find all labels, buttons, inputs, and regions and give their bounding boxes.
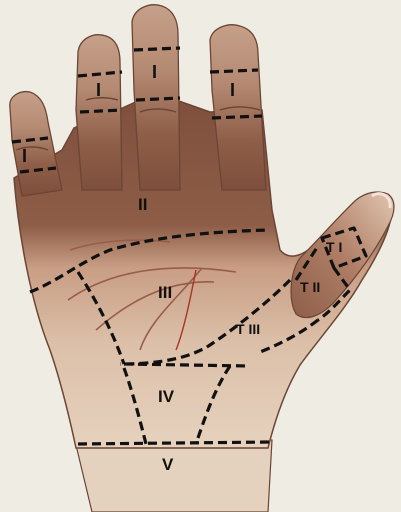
label-zone-IV: IV: [158, 387, 175, 406]
label-zone-I-little: I: [22, 146, 27, 166]
zone-I-ring-lower: [80, 110, 122, 112]
label-zone-V: V: [162, 455, 174, 474]
label-zone-I-index: I: [230, 80, 235, 100]
label-zone-I-ring: I: [96, 80, 101, 100]
label-zone-I-middle: I: [152, 62, 157, 82]
label-zone-II: II: [138, 195, 147, 214]
label-zone-TIII: T III: [236, 321, 260, 337]
label-zone-III: III: [158, 283, 172, 302]
label-zone-TII: T II: [300, 279, 320, 295]
label-zone-TI: T I: [326, 239, 342, 255]
